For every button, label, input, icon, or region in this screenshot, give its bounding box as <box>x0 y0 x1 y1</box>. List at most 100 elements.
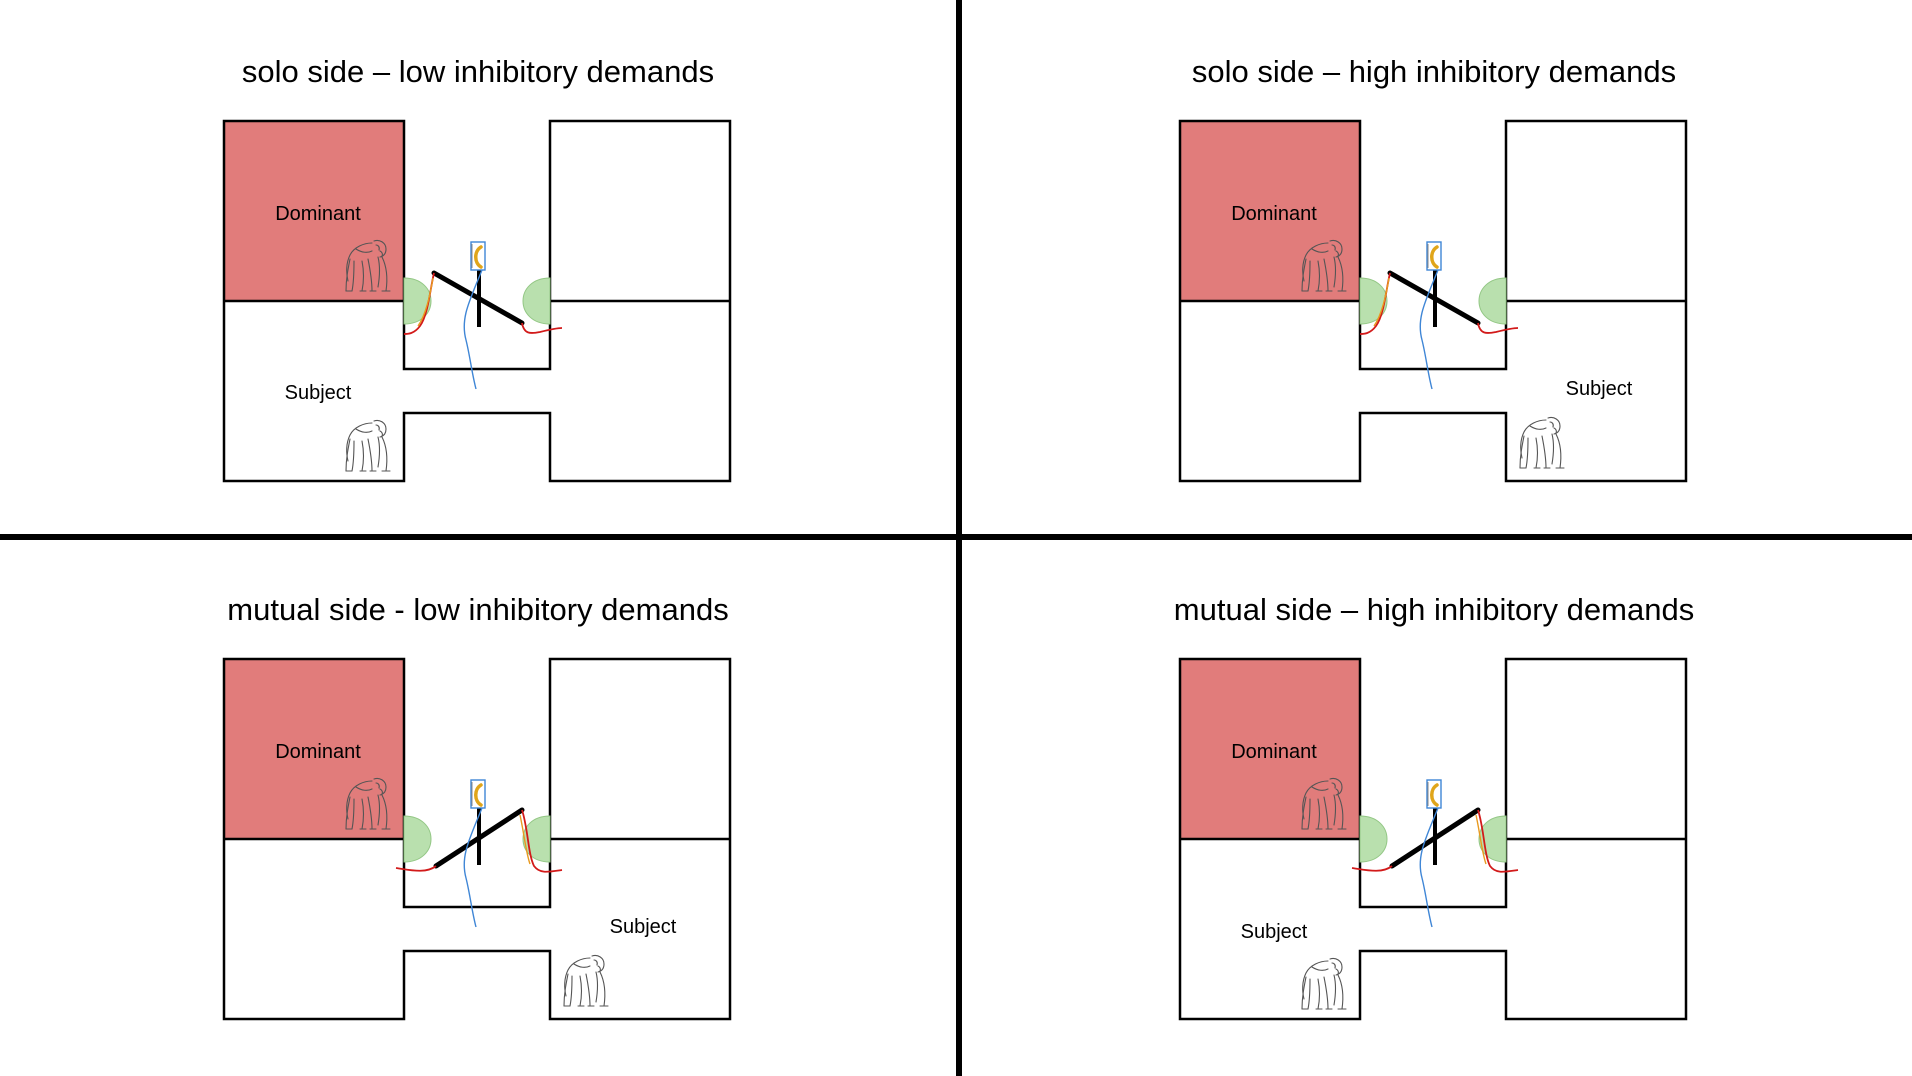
chimp-outline-stroke <box>345 796 351 830</box>
chimp-icon <box>345 419 391 472</box>
chimp-outline-stroke <box>1323 258 1329 292</box>
chimp-outline-stroke <box>367 796 373 830</box>
chimp-outline-stroke <box>351 798 355 830</box>
rope-right <box>521 809 563 873</box>
chimp-outline-stroke <box>351 440 355 472</box>
tilted-board <box>1389 807 1481 869</box>
chimp-outline-stroke <box>375 424 380 431</box>
chimp-outline-stroke <box>1301 258 1307 292</box>
chimp-outline-stroke <box>1549 421 1554 428</box>
panel-mutual-low: mutual side - low inhibitory demands Dom… <box>222 592 732 1021</box>
chimp-outline-stroke <box>373 777 387 796</box>
chimp-outline-stroke <box>1301 976 1307 1010</box>
chimp-outline-stroke <box>373 239 387 258</box>
chimp-outline-stroke <box>379 250 383 257</box>
dominant-room-fill <box>224 659 404 839</box>
rope-right <box>1477 809 1519 873</box>
panel-title: mutual side – high inhibitory demands <box>1174 592 1694 627</box>
rope-blue <box>1419 269 1439 390</box>
chimp-outline-stroke <box>1547 416 1561 435</box>
chimp-outline-stroke <box>1329 239 1343 258</box>
rope-left-orange <box>1373 277 1390 327</box>
banana-icon <box>474 783 483 807</box>
chimp-outline-stroke <box>1307 798 1311 830</box>
panel-title: solo side – low inhibitory demands <box>242 54 714 89</box>
tube-body <box>470 779 486 809</box>
chimp-outline-stroke <box>355 248 373 253</box>
chimp-outline-stroke <box>1331 962 1336 969</box>
chimp-outline-stroke <box>597 965 601 972</box>
dominant-label: Dominant <box>275 203 361 225</box>
chimp-outline-stroke <box>377 794 381 826</box>
chimp-outline-stroke <box>345 438 351 472</box>
chimp-outline-stroke <box>1335 788 1339 795</box>
chimp-outline-stroke <box>1333 794 1337 826</box>
rope-blue <box>1419 807 1439 928</box>
dominant-label: Dominant <box>1231 203 1317 225</box>
chimp-outline-stroke <box>1333 256 1337 288</box>
subject-label: Subject <box>1566 378 1633 400</box>
chimp-icon <box>1301 239 1347 292</box>
mesh-window-right <box>522 277 551 325</box>
panel-mutual-high: mutual side – high inhibitory demands Do… <box>1174 592 1694 1021</box>
panel-solo-high: solo side – high inhibitory demands Domi… <box>1178 54 1688 483</box>
chimp-outline-stroke <box>345 258 351 292</box>
chimp-outline-stroke <box>1311 966 1329 971</box>
dominant-label: Dominant <box>275 741 361 763</box>
chimp-outline-stroke <box>1555 433 1562 469</box>
chimp-outline-stroke <box>351 260 355 292</box>
chimp-outline-stroke <box>361 798 365 830</box>
chimp-outline-stroke <box>355 786 373 791</box>
banana-icon <box>474 245 483 269</box>
enclosure-outline <box>1178 119 1688 483</box>
rope-right-orange <box>1475 814 1487 865</box>
chimp-outline-stroke <box>1311 248 1329 253</box>
chimp-outline-stroke <box>563 973 569 1007</box>
panel-solo-low: solo side – low inhibitory demands Domin… <box>222 54 732 483</box>
enclosure-outline <box>222 657 732 1021</box>
chimp-outline-stroke <box>1337 974 1344 1010</box>
chimp-outline-stroke <box>381 436 388 472</box>
rope-right <box>521 322 563 334</box>
chimp-outline-stroke <box>1317 798 1321 830</box>
chimp-outline-stroke <box>346 780 373 820</box>
tube-body <box>1426 779 1442 809</box>
chimp-outline-stroke <box>1525 437 1529 469</box>
chimp-outline-stroke <box>1331 244 1336 251</box>
chimp-outline-stroke <box>1333 974 1337 1006</box>
enclosure-outline <box>222 119 732 483</box>
chimp-outline-stroke <box>1551 433 1555 465</box>
chimp-outline-stroke <box>599 971 606 1007</box>
chimp-outline-stroke <box>564 957 591 997</box>
panel-title: solo side – high inhibitory demands <box>1192 54 1676 89</box>
chimp-outline-stroke <box>375 244 380 251</box>
chimp-outline-stroke <box>1302 960 1329 1000</box>
chimp-outline-stroke <box>367 438 373 472</box>
chimp-outline-stroke <box>346 242 373 282</box>
chimp-outline-stroke <box>346 422 373 462</box>
chimp-outline-stroke <box>377 436 381 468</box>
chimp-outline-stroke <box>573 963 591 968</box>
chimp-icon <box>345 239 391 292</box>
chimp-outline-stroke <box>373 419 387 438</box>
rope-left <box>395 865 437 872</box>
chimp-outline-stroke <box>361 260 365 292</box>
chimp-outline-stroke <box>361 440 365 472</box>
chimp-outline-stroke <box>355 428 373 433</box>
chimp-outline-stroke <box>1535 437 1539 469</box>
chimp-outline-stroke <box>591 954 605 973</box>
rope-blue <box>463 807 483 928</box>
subject-label: Subject <box>610 916 677 938</box>
rope-right <box>1477 322 1519 334</box>
chimp-outline-stroke <box>1317 260 1321 292</box>
chimp-outline-stroke <box>367 258 373 292</box>
dominant-room-fill <box>1180 659 1360 839</box>
chimp-outline-stroke <box>377 256 381 288</box>
reward-tube-icon <box>1426 779 1442 809</box>
chimp-outline-stroke <box>1335 250 1339 257</box>
mesh-window-left <box>403 277 432 325</box>
chimp-outline-stroke <box>1529 425 1547 430</box>
chimp-outline-stroke <box>1541 435 1547 469</box>
subject-label: Subject <box>1241 921 1308 943</box>
